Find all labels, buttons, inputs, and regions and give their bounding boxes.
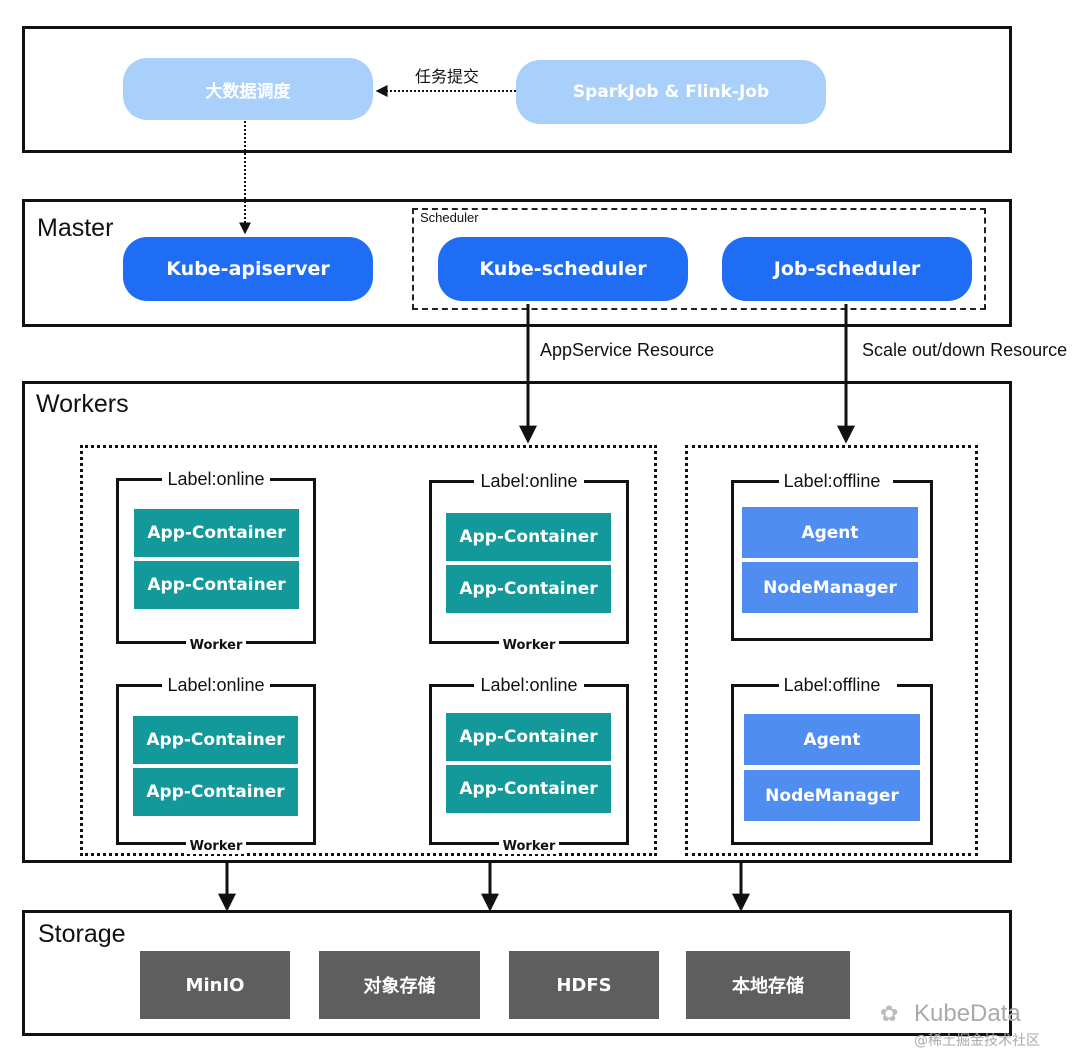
offline-group (685, 445, 978, 856)
watermark-brand: KubeData (914, 1000, 1021, 1027)
worker-label: Label:offline (778, 675, 886, 695)
spark-flink-job-node: SparkJob & Flink-Job (516, 60, 826, 124)
storage-minio: MinIO (140, 951, 290, 1019)
worker-footer: Worker (498, 839, 560, 854)
scheduler-group (412, 208, 986, 310)
scale-resource-label: Scale out/down Resource (862, 340, 1068, 360)
worker-footer: Worker (498, 638, 560, 653)
worker-label: Label:online (475, 471, 583, 491)
wechat-icon: ✿ (880, 1002, 899, 1027)
app-container: App-Container (134, 561, 299, 609)
app-container: App-Container (446, 713, 611, 761)
kube-scheduler-node: Kube-scheduler (438, 237, 688, 301)
storage-object: 对象存储 (319, 951, 480, 1019)
submit-task-label: 任务提交 (415, 69, 480, 86)
app-container: App-Container (133, 716, 298, 764)
worker-label: Label:offline (778, 471, 886, 491)
nodemanager-box: NodeManager (744, 770, 920, 821)
agent-box: Agent (742, 507, 918, 558)
online-worker-2: Label:online App-Container App-Container… (429, 471, 629, 653)
scheduler-group-label: Scheduler (420, 210, 479, 225)
storage-local: 本地存储 (686, 951, 850, 1019)
nodemanager-box: NodeManager (742, 562, 918, 613)
offline-worker-1: Label:offline Agent NodeManager (731, 471, 933, 641)
app-container: App-Container (446, 765, 611, 813)
worker-footer: Worker (185, 638, 247, 653)
offline-worker-2: Label:offline Agent NodeManager (731, 675, 933, 845)
worker-label: Label:online (475, 675, 583, 695)
appservice-resource-label: AppService Resource (540, 340, 715, 360)
online-worker-4: Label:online App-Container App-Container… (429, 675, 629, 854)
kube-apiserver-node: Kube-apiserver (123, 237, 373, 301)
worker-label: Label:online (162, 469, 270, 489)
app-container: App-Container (446, 565, 611, 613)
online-group (80, 445, 657, 856)
storage-title: Storage (38, 920, 126, 948)
watermark: ✿ KubeData @稀土掘金技术社区 (880, 998, 1070, 1056)
master-title: Master (37, 214, 114, 242)
app-container: App-Container (446, 513, 611, 561)
bigdata-scheduling-node: 大数据调度 (123, 58, 373, 120)
storage-hdfs: HDFS (509, 951, 659, 1019)
app-container: App-Container (133, 768, 298, 816)
watermark-sub: @稀土掘金技术社区 (914, 1033, 1040, 1049)
worker-footer: Worker (185, 839, 247, 854)
worker-label: Label:online (162, 675, 270, 695)
workers-title: Workers (36, 390, 129, 418)
online-worker-1: Label:online App-Container App-Container… (116, 469, 316, 653)
job-scheduler-node: Job-scheduler (722, 237, 972, 301)
app-container: App-Container (134, 509, 299, 557)
agent-box: Agent (744, 714, 920, 765)
online-worker-3: Label:online App-Container App-Container… (116, 675, 316, 854)
